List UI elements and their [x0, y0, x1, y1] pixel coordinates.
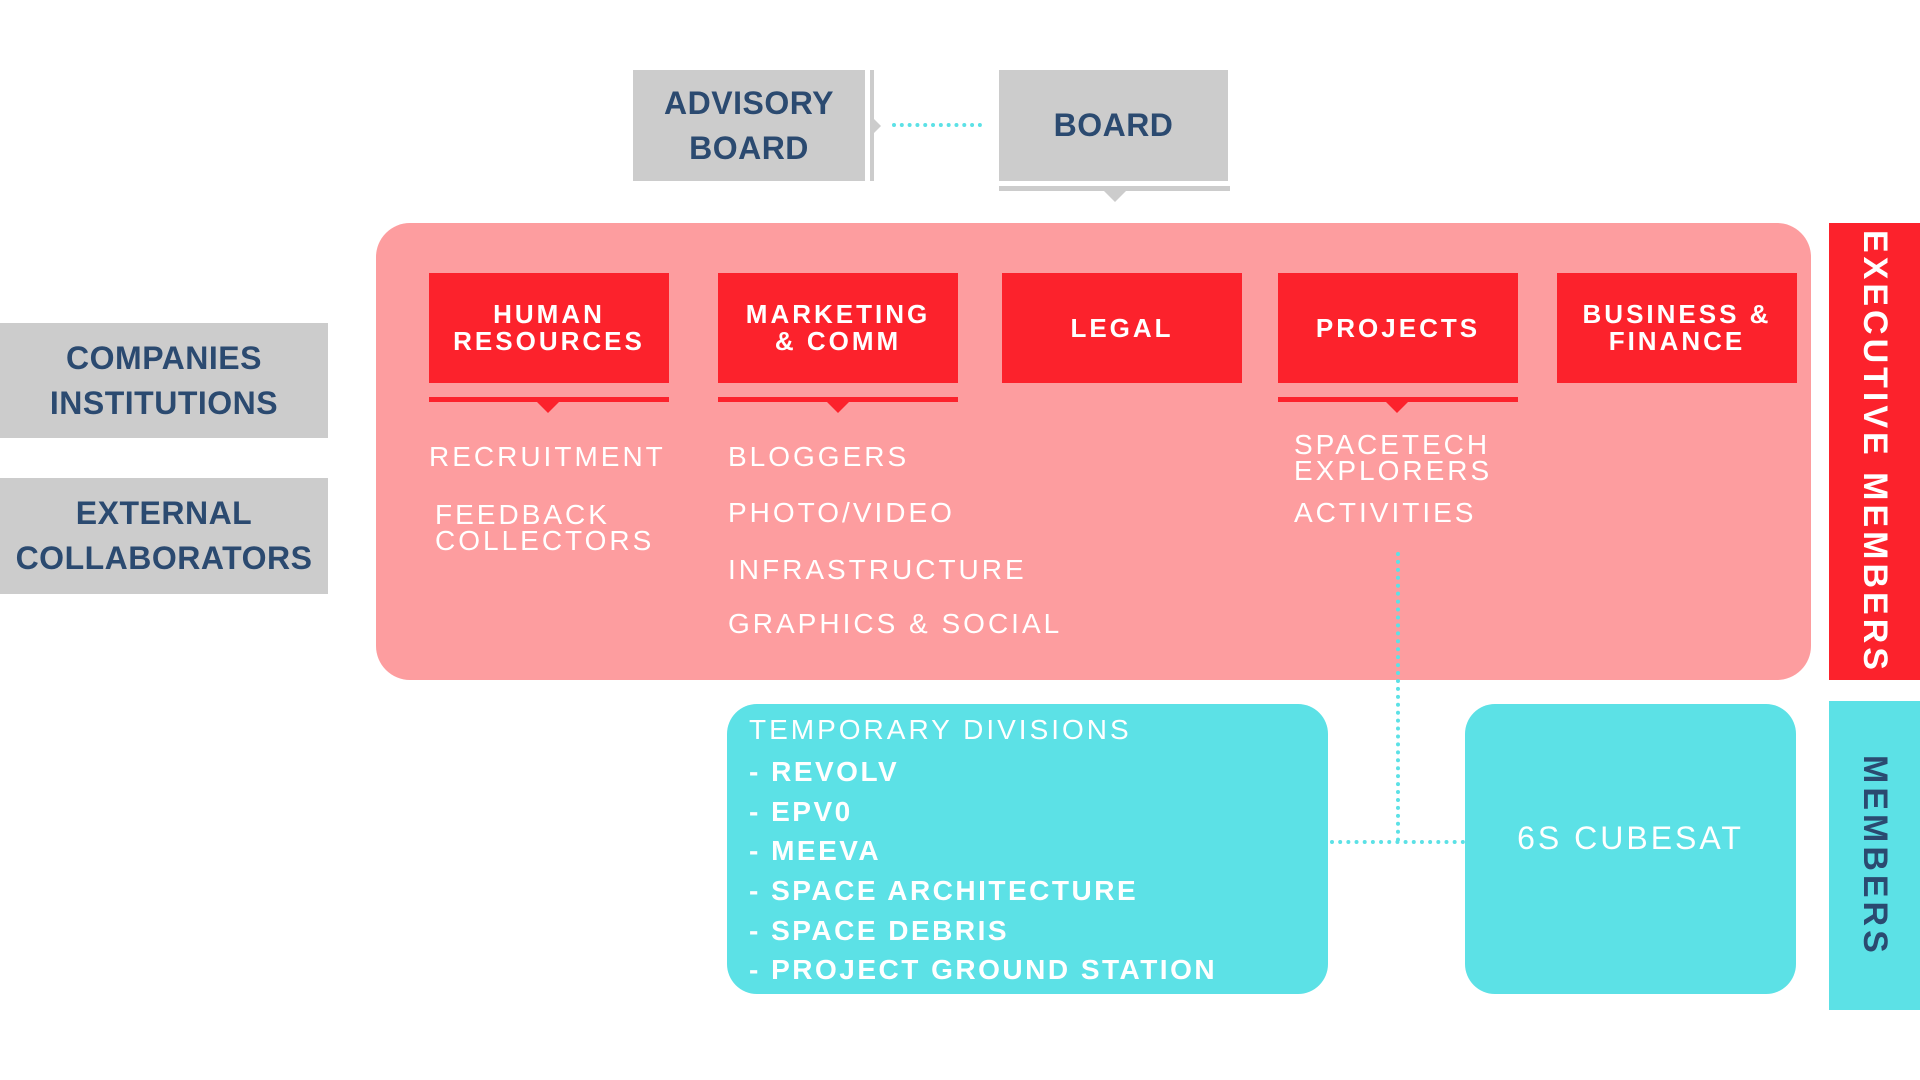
proj-sub-spacetech-explorers: SPACETECH EXPLORERS: [1294, 429, 1493, 486]
dept-projects: PROJECTS: [1278, 273, 1518, 383]
temporary-divisions-title: TEMPORARY DIVISIONS: [749, 714, 1132, 745]
executive-members-label: EXECUTIVE MEMBERS: [1856, 229, 1894, 674]
dept-marketing-comm: MARKETING & COMM: [718, 273, 958, 383]
temporary-item-revolv: - REVOLV: [749, 756, 900, 787]
board-underline: [999, 186, 1230, 191]
dept-business-finance: BUSINESS & FINANCE: [1557, 273, 1797, 383]
external-collaborators-box: EXTERNAL COLLABORATORS: [0, 478, 328, 594]
dept-legal: LEGAL: [1002, 273, 1242, 383]
marketing-comm-rule: [718, 397, 958, 402]
temporary-item-epv0: - EPV0: [749, 796, 853, 827]
advisory-board-box: ADVISORY BOARD: [633, 70, 865, 181]
projects-connector-vertical: [1396, 552, 1400, 842]
projects-connector-horizontal: [1330, 840, 1465, 844]
dept-human-resources: HUMAN RESOURCES: [429, 273, 669, 383]
cubesat-label: 6S CUBESAT: [1517, 819, 1744, 856]
proj-sub-activities: ACTIVITIES: [1294, 497, 1477, 528]
human-resources-arrow: [537, 402, 559, 413]
projects-arrow: [1386, 402, 1408, 413]
companies-institutions-box: COMPANIES INSTITUTIONS: [0, 323, 328, 438]
mkt-sub-bloggers: BLOGGERS: [728, 441, 910, 472]
executive-members-band: EXECUTIVE MEMBERS: [1829, 223, 1920, 680]
board-box: BOARD: [999, 70, 1228, 181]
temporary-item-meeva: - MEEVA: [749, 835, 882, 866]
mkt-sub-graphics-social: GRAPHICS & SOCIAL: [728, 608, 1063, 639]
projects-rule: [1278, 397, 1518, 402]
temporary-divisions-box: [727, 704, 1328, 994]
advisory-board-arrow: [874, 119, 881, 133]
mkt-sub-photo-video: PHOTO/VIDEO: [728, 497, 955, 528]
human-resources-rule: [429, 397, 669, 402]
mkt-sub-infrastructure: INFRASTRUCTURE: [728, 554, 1027, 585]
advisory-board-connector: [892, 123, 982, 127]
members-label: MEMBERS: [1856, 754, 1894, 957]
members-band: MEMBERS: [1829, 701, 1920, 1010]
temporary-item-project-ground-station: - PROJECT GROUND STATION: [749, 954, 1218, 985]
marketing-comm-arrow: [827, 402, 849, 413]
board-arrow: [1104, 191, 1126, 202]
advisory-board-divider: [870, 70, 874, 181]
temporary-item-space-debris: - SPACE DEBRIS: [749, 915, 1010, 946]
hr-sub-recruitment: RECRUITMENT: [429, 441, 666, 472]
hr-sub-feedback-collectors: FEEDBACK COLLECTORS: [435, 499, 655, 556]
cubesat-box: 6S CUBESAT: [1465, 704, 1796, 994]
temporary-item-space-architecture: - SPACE ARCHITECTURE: [749, 875, 1139, 906]
